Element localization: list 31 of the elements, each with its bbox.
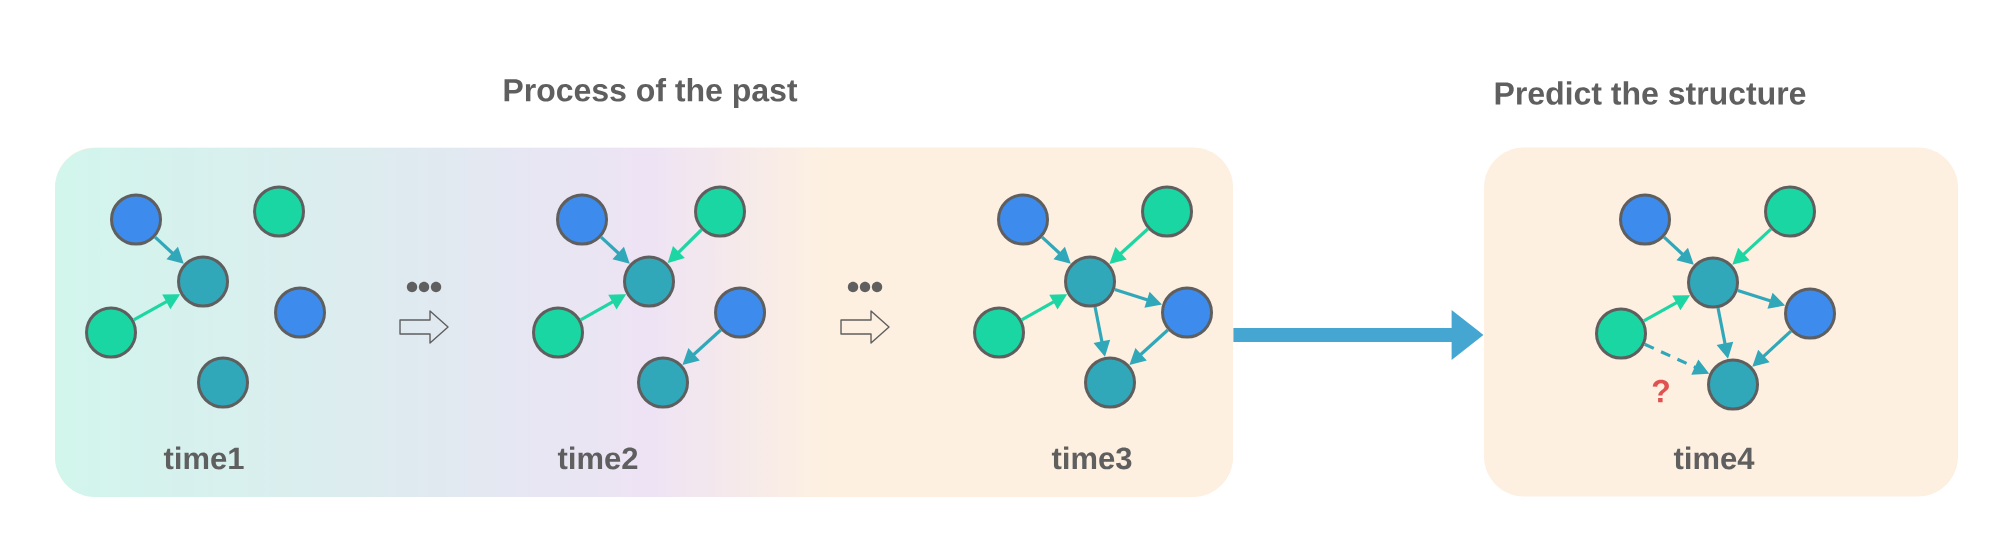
graph-node [532,306,584,359]
graph-node [637,356,689,409]
graph-node [177,255,229,308]
graph-node [1595,307,1647,360]
time-label: time1 [163,446,244,470]
graph-node [197,356,249,409]
graph-node [997,193,1049,246]
graph-node [694,185,746,238]
graph-node [1784,287,1836,340]
graph-node [556,193,608,246]
graph-node [623,255,675,308]
graph-node [1084,356,1136,409]
graph-node [110,193,162,246]
graph-node [1764,185,1816,238]
time-label: time4 [1673,446,1755,470]
graph-node [1064,255,1116,308]
graph-node [1687,256,1739,309]
time-label: time2 [557,446,638,470]
graph-node [85,306,137,359]
time-label: time3 [1051,446,1132,470]
graph-node [1161,286,1213,339]
heading: Process of the past [504,78,798,108]
graph-node [253,185,305,238]
graph-node [973,306,1025,359]
graph-node [1141,185,1193,238]
edge-label: ? [1652,379,1669,403]
graph-node [274,286,326,339]
graph-node [1707,358,1759,411]
heading: Predict the structure [1495,81,1806,105]
graph-node [714,286,766,339]
graph-node [1619,193,1671,246]
